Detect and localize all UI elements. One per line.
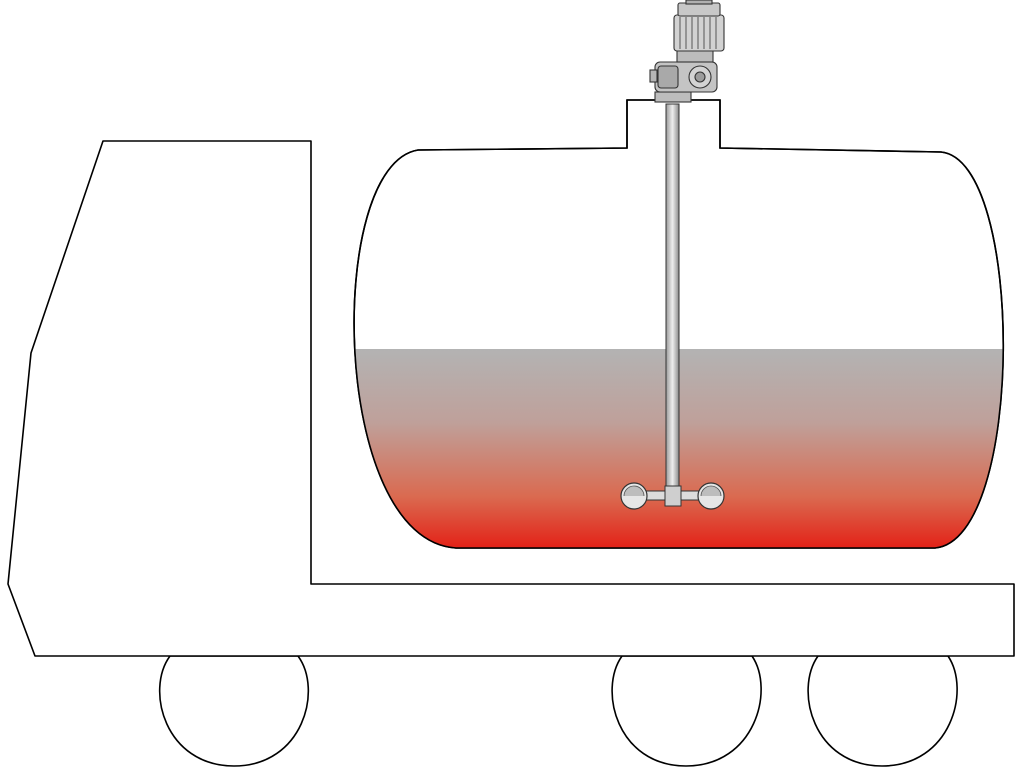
side-entry-agitator xyxy=(620,0,725,510)
rear-wheel-1 xyxy=(611,655,762,767)
gear-reducer xyxy=(649,61,718,93)
impeller xyxy=(620,482,725,510)
rear-wheel-2 xyxy=(807,655,958,767)
wheels xyxy=(158,655,958,767)
truck-chassis xyxy=(7,140,1015,657)
agitator-shaft xyxy=(665,103,680,491)
front-wheel xyxy=(158,655,310,767)
electric-motor xyxy=(673,0,725,63)
tank-outline xyxy=(353,99,1005,549)
mount-flange xyxy=(654,91,692,103)
